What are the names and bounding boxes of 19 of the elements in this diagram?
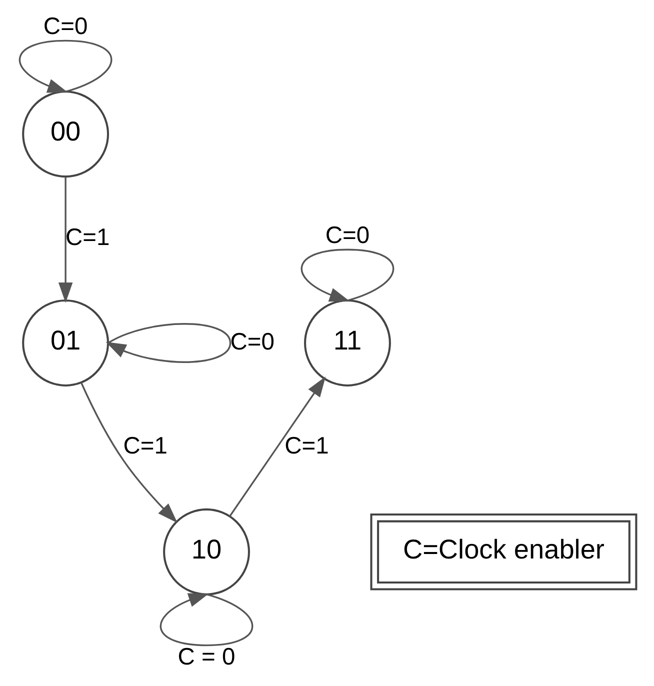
arrow bbox=[228, 376, 326, 517]
edge-label: C=0 bbox=[230, 328, 274, 356]
arrow bbox=[300, 248, 394, 302]
edge-label: C=1 bbox=[284, 432, 328, 460]
arrow bbox=[58, 176, 72, 303]
node-circle: 10 bbox=[162, 508, 250, 596]
node-circle: 01 bbox=[22, 300, 109, 386]
arrow bbox=[80, 382, 178, 524]
arrow bbox=[105, 323, 231, 363]
node-circle: 11 bbox=[304, 300, 390, 386]
arrow bbox=[160, 593, 253, 646]
edge-label: C=0 bbox=[42, 13, 88, 40]
node-box: C=Clock enabler bbox=[370, 514, 637, 590]
edge-label: C=1 bbox=[122, 432, 168, 460]
edge-label: C=0 bbox=[324, 222, 370, 250]
edge-label: C = 0 bbox=[177, 643, 235, 670]
node-circle: 00 bbox=[22, 90, 109, 178]
edge-label: C=1 bbox=[65, 224, 110, 251]
arrow bbox=[18, 40, 112, 93]
